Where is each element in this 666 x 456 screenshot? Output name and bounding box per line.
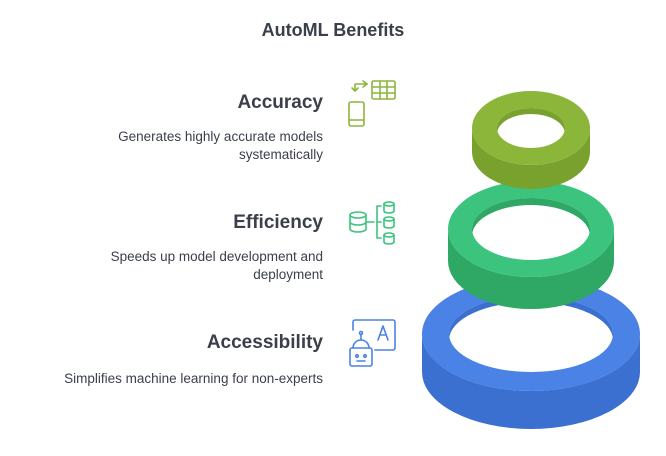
robot-text-icon [349,319,396,367]
diagram-title: AutoML Benefits [261,20,405,40]
accessibility-ring [422,277,640,429]
accessibility-description: Simplifies machine learning for non-expe… [64,371,323,386]
database-network-icon [349,201,395,245]
device-sync-table-icon [348,80,396,127]
efficiency-description: Speeds up model development and deployme… [110,249,323,282]
accuracy-description: Generates highly accurate models systema… [118,129,323,162]
accuracy-title: Accuracy [237,92,323,113]
accuracy-ring [472,91,590,189]
accessibility-title: Accessibility [206,332,323,353]
efficiency-ring [448,181,614,309]
efficiency-title: Efficiency [233,212,323,233]
